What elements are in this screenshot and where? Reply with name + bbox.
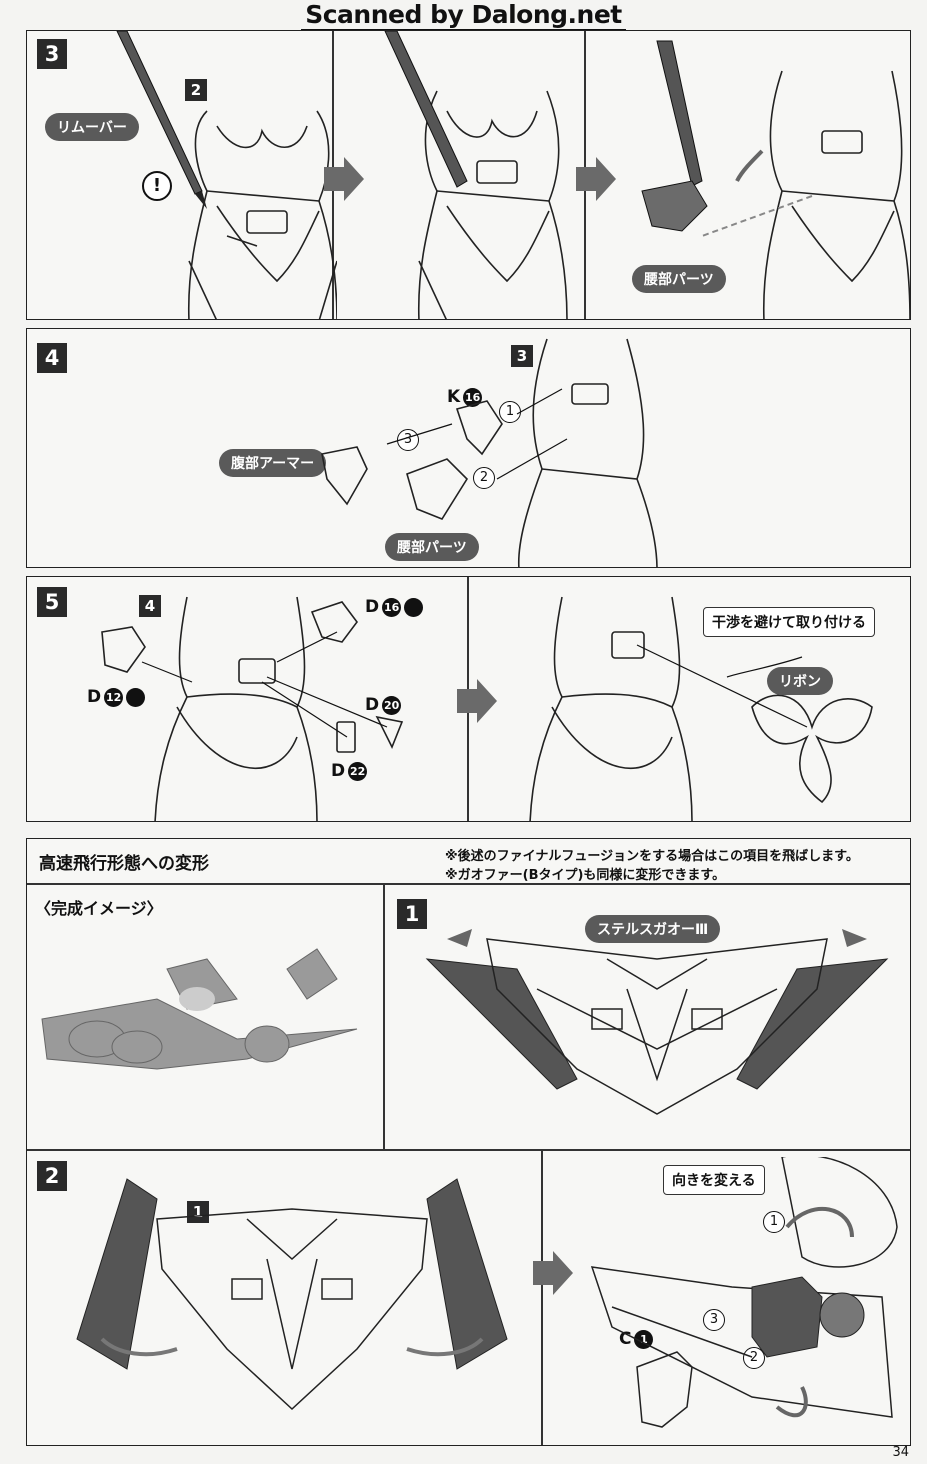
figure-stealth-wings-open [425,929,889,1115]
figure-step5-right [529,596,873,821]
ribbon-label: リボン [767,667,833,695]
stealth-gao-label: ステルスガオーⅢ [585,915,721,943]
transform-step2-number: 2 [37,1161,67,1191]
figure-torso-remover-2 [384,31,568,319]
step4-subref: 3 [511,345,533,367]
waist-part-label: 腰部パーツ [632,265,726,293]
transform-note-1: ※後述のファイナルフュージョンをする場合はこの項目を飛ばします。 [445,849,859,864]
step-arrow-icon [533,1251,573,1295]
caution-icon: ! [142,171,172,201]
figure-torso-waist-removed [641,40,910,319]
order-circle-2: 2 [743,1347,765,1369]
scanner-credit: Scanned by Dalong.net [0,0,927,31]
transform-step1-number: 1 [397,899,427,929]
step4-number: 4 [37,343,67,373]
remover-label: リムーバー [45,113,139,141]
divider [27,1149,910,1151]
transform-panel: 高速飛行形態への変形 ※後述のファイナルフュージョンをする場合はこの項目を飛ばし… [26,838,911,1446]
avoid-interference-label: 干渉を避けて取り付ける [703,607,875,637]
step3-panel: 3 2 リムーバー ! [26,30,911,320]
divider [27,883,910,885]
divider [383,883,385,1149]
complete-image-label: 〈完成イメージ〉 [35,899,163,918]
change-orientation-label: 向きを変える [663,1165,765,1195]
figure-nose-rotate [590,1157,898,1428]
transform-step2-subref: 1 [187,1201,209,1223]
step5-number: 5 [37,587,67,617]
waist-part-label-4: 腰部パーツ [385,533,479,561]
hook-icon [126,687,146,707]
figure-step5-left [101,596,404,821]
abdomen-armor-label: 腹部アーマー [219,449,327,477]
step-arrow-icon [576,157,616,201]
order-circle-3: 3 [397,429,419,451]
order-circle-2: 2 [473,467,495,489]
transform-note-2: ※ガオファー(Bタイプ)も同様に変形できます。 [445,868,726,883]
page-number: 34 [892,1445,909,1460]
hook-icon [404,597,424,617]
order-circle-3: 3 [703,1309,725,1331]
complete-image-photo [41,948,358,1070]
step-arrow-icon [457,679,497,723]
step5-subref: 4 [139,595,161,617]
figure-torso-remover-1 [116,31,337,319]
step3-subref: 2 [185,79,207,101]
divider [541,1149,543,1445]
figure-stealth-wings-fold [76,1178,508,1411]
transform-title: 高速飛行形態への変形 [39,854,209,874]
order-circle-1: 1 [763,1211,785,1233]
step-arrow-icon [324,157,364,201]
figure-step4-assembly [321,338,658,567]
step3-number: 3 [37,39,67,69]
